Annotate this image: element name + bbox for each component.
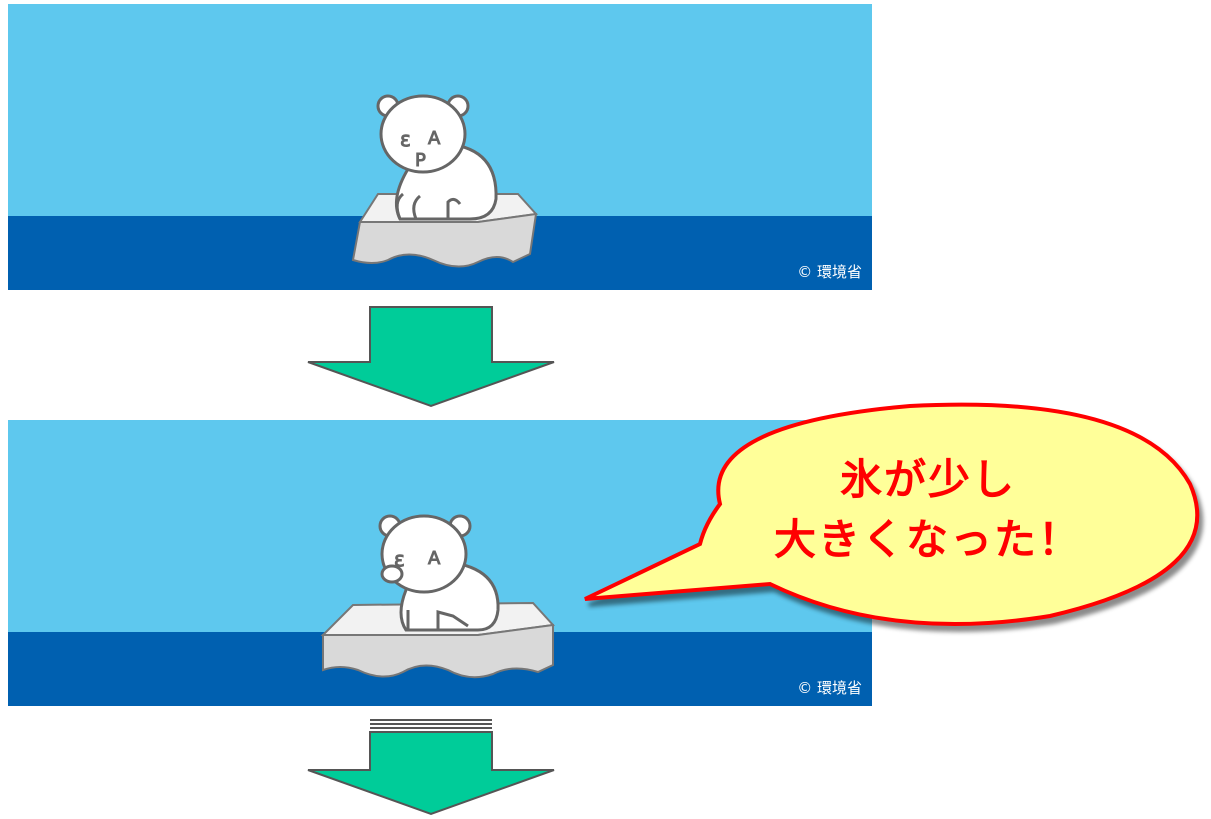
down-arrow-icon xyxy=(307,306,555,408)
scene-illustration: ε A P xyxy=(8,4,872,290)
speech-bubble-text: 氷が少し 大きくなった！ xyxy=(718,450,1138,570)
scene-illustration: ε A xyxy=(8,420,872,706)
scene-panel-larger-ice: ε A © 環境省 xyxy=(8,420,872,706)
copyright-credit: © 環境省 xyxy=(797,263,862,281)
speech-bubble-line-2: 大きくなった！ xyxy=(773,515,1082,564)
speech-bubble-line-1: 氷が少し xyxy=(839,455,1016,504)
polar-bear: ε A P xyxy=(376,94,498,221)
svg-text:A: A xyxy=(428,548,441,569)
copyright-credit: © 環境省 xyxy=(797,679,862,697)
down-arrow-icon xyxy=(307,719,555,816)
speech-bubble xyxy=(584,402,1200,626)
polar-bear: ε A xyxy=(378,514,500,632)
svg-text:A: A xyxy=(428,128,441,149)
svg-text:ε: ε xyxy=(394,547,405,571)
svg-text:P: P xyxy=(415,150,426,171)
scene-panel-small-ice: ε A P © 環境省 xyxy=(8,4,872,290)
svg-text:ε: ε xyxy=(400,127,411,151)
